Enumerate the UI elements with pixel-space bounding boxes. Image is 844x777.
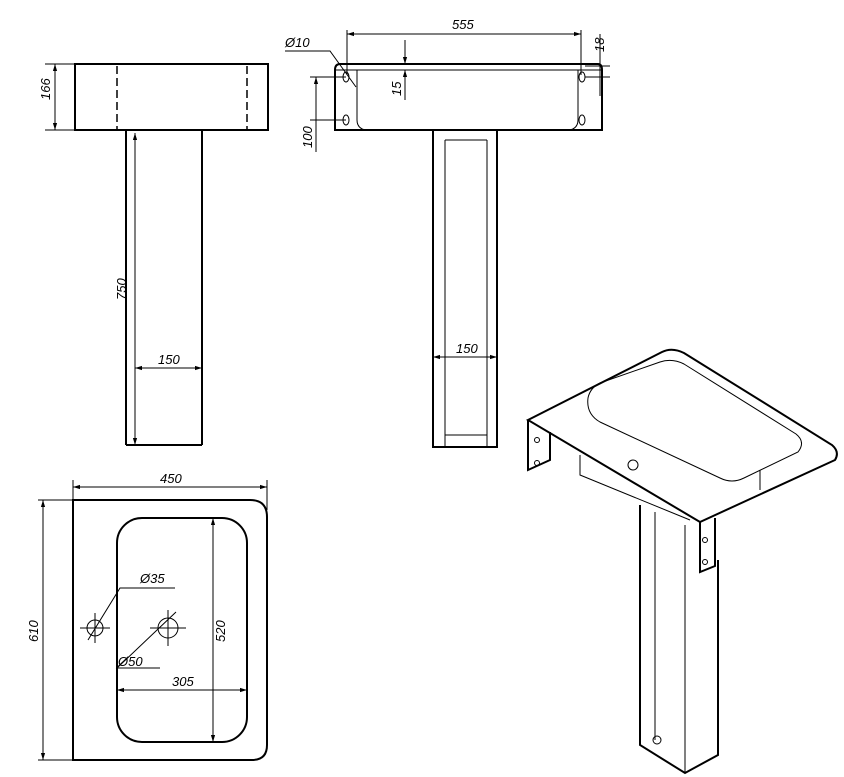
dim-basin-width: 305	[172, 674, 194, 689]
front-view: 555 18 15 100 Ø10 150	[284, 17, 610, 448]
dim-hole-spacing: 100	[300, 126, 315, 148]
isometric-view	[525, 348, 838, 775]
plan-view: 450 610 520 305 Ø35 Ø50	[26, 471, 268, 761]
dim-plan-width: 450	[160, 471, 182, 486]
dim-plate-offset: 15	[389, 81, 404, 96]
dim-plan-depth: 610	[26, 620, 41, 642]
dim-front-width: 555	[452, 17, 474, 32]
dim-tap-hole: Ø35	[139, 571, 165, 586]
dim-pedestal-height: 750	[114, 278, 129, 300]
mount-hole	[578, 114, 586, 126]
mount-hole	[578, 71, 586, 83]
dim-side-height: 166	[38, 78, 53, 100]
side-view: 166 750 150	[38, 63, 269, 446]
iso-drain-hole	[627, 459, 639, 471]
dim-top-offset: 18	[592, 37, 607, 52]
dim-hole-diameter: Ø10	[284, 35, 310, 50]
dim-drain-hole: Ø50	[117, 654, 143, 669]
dim-side-pedestal-width: 150	[158, 352, 180, 367]
dim-basin-depth: 520	[213, 620, 228, 642]
dim-front-pedestal-width: 150	[456, 341, 478, 356]
